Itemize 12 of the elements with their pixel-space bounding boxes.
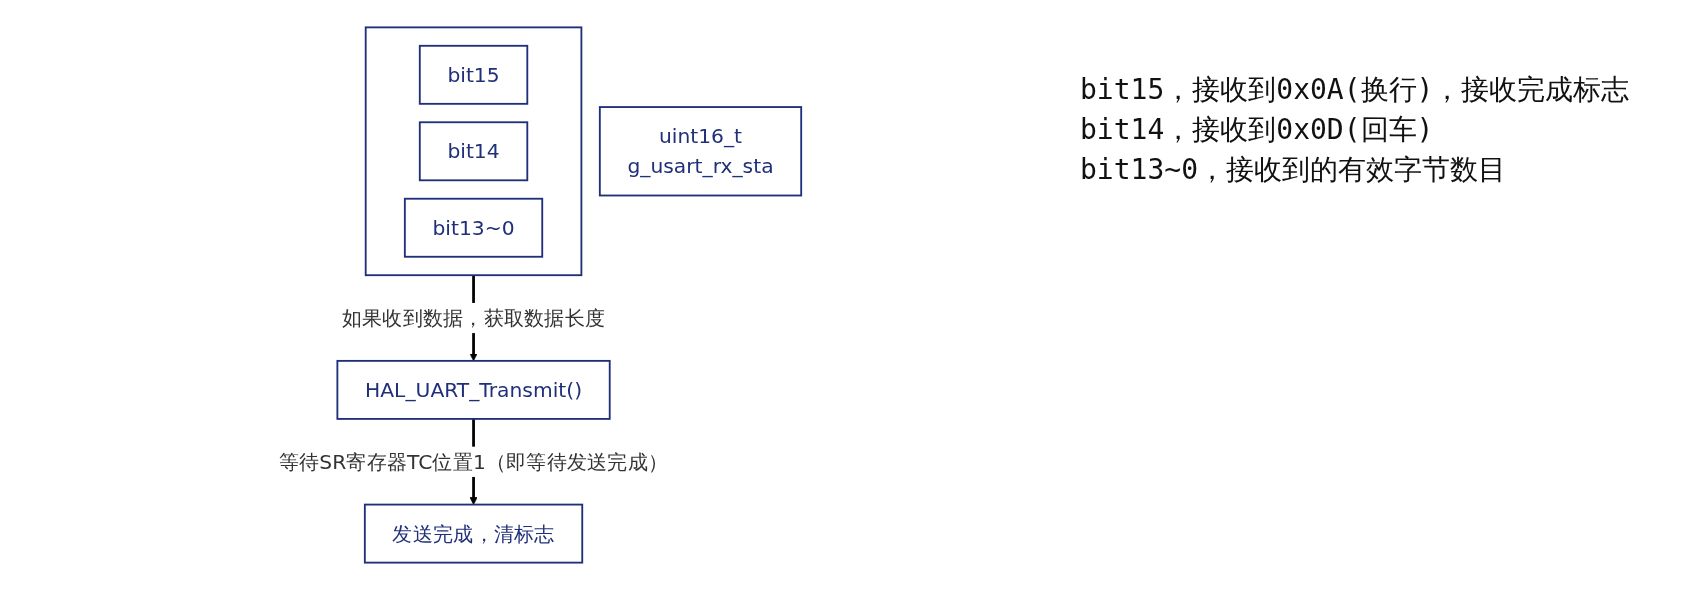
note-text: bit14，接收到0x0D(回车) — [1080, 112, 1435, 148]
node-box: uint16_t g_usart_rx_sta — [598, 106, 803, 197]
node-box: bit14 — [418, 121, 529, 182]
cluster — [364, 26, 583, 277]
node-box: 发送完成，清标志 — [363, 503, 584, 564]
note-text: bit15，接收到0x0A(换行)，接收完成标志 — [1080, 72, 1630, 108]
edge-label: 如果收到数据，获取数据长度 — [341, 306, 606, 330]
node-box: bit13~0 — [403, 197, 544, 258]
edge-label: 等待SR寄存器TC位置1（即等待发送完成） — [278, 450, 669, 474]
node-box: HAL_UART_Transmit() — [336, 359, 611, 420]
note-text: bit13~0，接收到的有效字节数目 — [1080, 152, 1507, 188]
node-box: bit15 — [418, 44, 529, 105]
